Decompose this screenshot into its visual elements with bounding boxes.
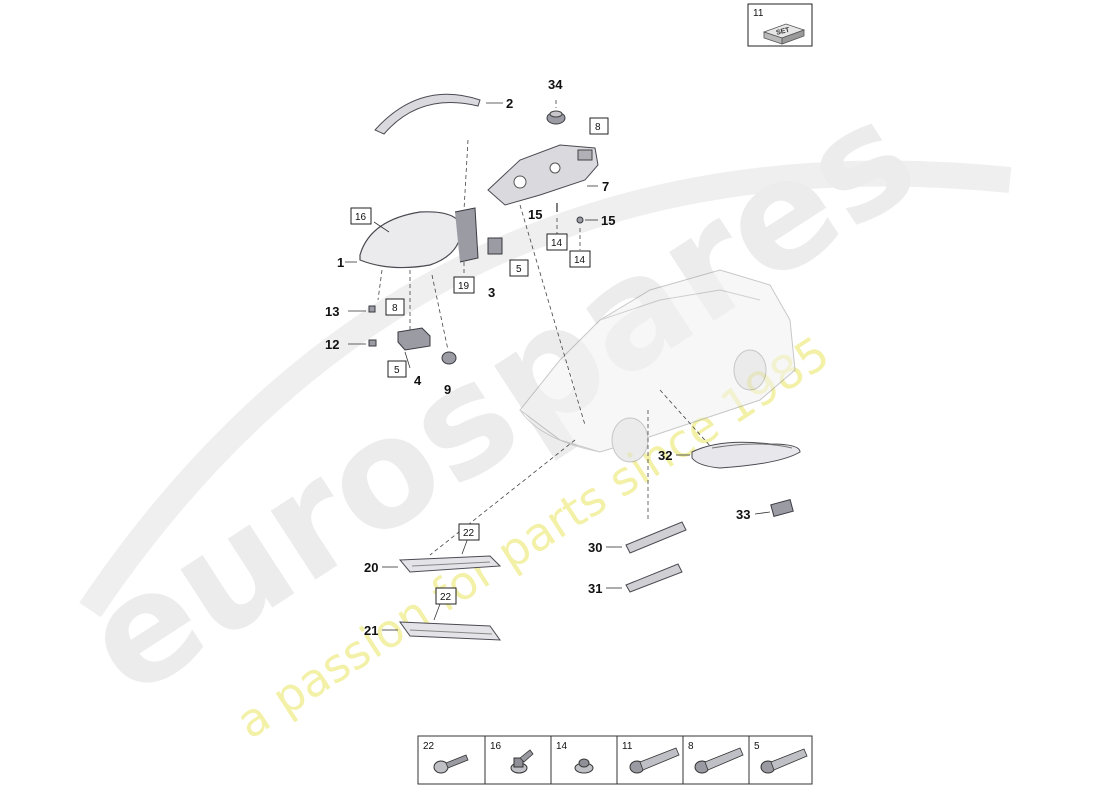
svg-text:8: 8 [595,122,601,133]
boxed-ref-14-left[interactable]: 14 [546,233,568,251]
leader-4 [404,351,411,369]
bolt-long-icon [694,747,744,774]
callouts: 1 2 3 4 7 9 12 13 15 15 20 21 30 31 32 3… [325,77,750,638]
set-box-label: SET [776,27,792,37]
svg-text:22: 22 [440,592,452,603]
boxed-ref-5-left[interactable]: 5 [387,360,407,378]
svg-text:8: 8 [392,303,398,314]
callout-15-left[interactable]: 15 [528,207,542,222]
callout-7[interactable]: 7 [602,179,609,194]
fastener-legend: 22 16 14 11 8 5 [417,735,813,785]
part-9-socket[interactable] [441,351,457,365]
svg-text:14: 14 [574,255,586,266]
legend-number-14: 14 [556,741,568,752]
svg-text:16: 16 [355,212,367,223]
boxed-references: 8 16 19 5 8 5 14 14 [350,117,609,605]
callout-33[interactable]: 33 [736,507,750,522]
bolt-pan-head-icon [433,754,469,774]
callout-4[interactable]: 4 [414,373,422,388]
nut-dome-icon [574,758,594,774]
part-12-clip[interactable] [368,339,377,347]
boxed-ref-22-upper[interactable]: 22 [458,523,480,541]
leader-16 [373,221,390,233]
part-2-trim-strip[interactable] [374,93,481,135]
part-20-light-strip[interactable] [398,555,502,573]
dash-vehicle-20 [429,439,576,556]
legend-cell-5[interactable] [748,735,813,785]
svg-text:22: 22 [463,528,475,539]
part-21-light-strip[interactable] [398,621,502,641]
part-15-screw-right[interactable] [576,216,584,224]
watermark-brand: eurospares [55,68,945,730]
dash-vehicle-32 [659,389,713,449]
watermark-swoosh [79,160,1012,618]
boxed-ref-22-lower[interactable]: 22 [435,587,457,605]
legend-cell-22[interactable] [417,735,486,785]
part-32-turn-signal[interactable] [691,441,801,469]
leader-22a [461,537,469,555]
callout-30[interactable]: 30 [588,540,602,555]
callout-1[interactable]: 1 [337,255,344,270]
set-box[interactable]: 11 SET [747,3,813,47]
dash-1-9 [431,274,449,351]
bolt-flange-icon [510,749,534,774]
boxed-ref-14-right[interactable]: 14 [569,250,591,268]
part-1-mirror-housing[interactable] [359,207,479,269]
boxed-ref-8-top[interactable]: 8 [589,117,609,135]
legend-number-5: 5 [754,741,760,752]
dash-1-13 [377,269,383,301]
bolt-long-icon [629,747,680,774]
boxed-ref-8-left[interactable]: 8 [385,298,405,316]
legend-number-22: 22 [423,741,435,752]
legend-number-8: 8 [688,741,694,752]
part-34-grommet[interactable] [546,110,566,125]
part-31-reflector[interactable] [625,563,683,593]
boxed-ref-5-right[interactable]: 5 [509,259,529,277]
callout-32[interactable]: 32 [658,448,672,463]
part-30-reflector[interactable] [625,521,687,554]
part-33-connector[interactable] [770,499,794,517]
callout-12[interactable]: 12 [325,337,339,352]
part-7-mirror-base-frame[interactable] [487,144,599,206]
callout-15-right[interactable]: 15 [601,213,615,228]
callout-2[interactable]: 2 [506,96,513,111]
leader-22b [433,603,441,621]
dash-7-vehicle [519,204,586,426]
set-box-number: 11 [753,8,764,19]
dash-2-1 [463,139,469,211]
callout-3[interactable]: 3 [488,285,495,300]
boxed-ref-19[interactable]: 19 [453,276,475,294]
callout-31[interactable]: 31 [588,581,602,596]
vehicle-outline [519,269,796,463]
legend-number-11: 11 [622,741,633,752]
set-package-icon [762,23,806,45]
callout-13[interactable]: 13 [325,304,339,319]
svg-text:14: 14 [551,238,563,249]
callout-34[interactable]: 34 [548,77,563,92]
leader-33 [754,511,771,515]
callout-20[interactable]: 20 [364,560,378,575]
callout-9[interactable]: 9 [444,382,451,397]
callout-21[interactable]: 21 [364,623,378,638]
part-4-control-module[interactable] [397,327,431,351]
svg-text:5: 5 [394,365,400,376]
svg-text:19: 19 [458,281,470,292]
legend-number-16: 16 [490,741,502,752]
part-3-adjuster[interactable] [487,237,503,255]
part-13-clip[interactable] [368,305,376,313]
boxed-ref-16[interactable]: 16 [350,207,372,225]
legend-cell-16[interactable] [484,735,552,785]
svg-text:5: 5 [516,264,522,275]
bolt-long-icon [760,748,808,774]
